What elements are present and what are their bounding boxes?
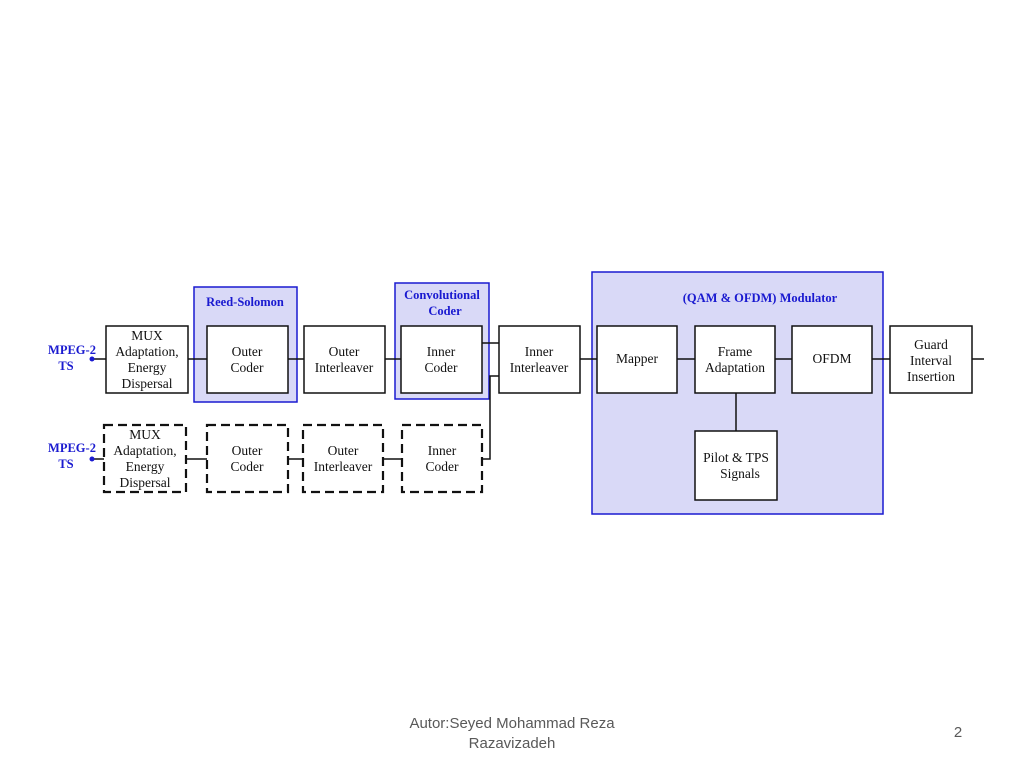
block-pilot-tps xyxy=(694,430,778,501)
block-label-mux-alt-1: MUX xyxy=(129,427,161,442)
footer-author-line-2: Razavizadeh xyxy=(468,735,556,752)
block-label-frame-adaptation-2: Adaptation xyxy=(705,360,765,375)
block-label-mux-alt-3: Energy xyxy=(126,459,165,474)
input-label-alt-2: TS xyxy=(58,457,73,471)
input-label-main-2: TS xyxy=(58,359,73,373)
connectors xyxy=(92,342,984,460)
block-mapper xyxy=(596,325,678,394)
group-label-convolutional-1: Convolutional xyxy=(404,288,480,302)
block-label-guard-interval-2: Interval xyxy=(910,353,952,368)
input-label-alt-1: MPEG-2 xyxy=(48,441,96,455)
block-label-pilot-tps-2: Signals xyxy=(720,466,760,481)
block-label-outer-interleaver-2: Interleaver xyxy=(315,360,374,375)
block-label-inner-coder-1: Inner xyxy=(427,344,456,359)
block-label-inner-interleaver-2: Interleaver xyxy=(510,360,569,375)
block-mux-alt xyxy=(102,423,188,494)
block-label-mux-4: Dispersal xyxy=(122,376,173,391)
block-label-mapper: Mapper xyxy=(616,351,658,366)
block-label-inner-coder-alt-2: Coder xyxy=(426,459,459,474)
input-label-main-1: MPEG-2 xyxy=(48,343,96,357)
block-label-frame-adaptation-1: Frame xyxy=(718,344,753,359)
block-outer-coder xyxy=(206,325,289,394)
block-label-ofdm: OFDM xyxy=(812,351,851,366)
block-label-mux-1: MUX xyxy=(131,328,163,343)
input-dot-main xyxy=(89,356,95,362)
block-outer-interleaver xyxy=(303,325,386,394)
block-inner-interleaver xyxy=(498,325,581,394)
slide-number: 2 xyxy=(953,724,963,741)
block-outer-interleaver-alt xyxy=(301,423,385,494)
block-guard-interval xyxy=(889,325,973,394)
block-label-inner-coder-2: Coder xyxy=(425,360,458,375)
block-label-outer-coder-1: Outer xyxy=(232,344,263,359)
footer-author: Autor:Seyed Mohammad Reza Razavizadeh xyxy=(380,714,644,754)
block-ofdm xyxy=(791,325,873,394)
block-label-inner-interleaver-1: Inner xyxy=(525,344,554,359)
block-mux xyxy=(105,325,189,394)
input-dot-alt xyxy=(89,456,95,462)
block-label-mux-alt-4: Dispersal xyxy=(120,475,171,490)
block-label-outer-interleaver-alt-2: Interleaver xyxy=(314,459,373,474)
block-label-outer-interleaver-alt-1: Outer xyxy=(328,443,359,458)
block-label-guard-interval-3: Insertion xyxy=(907,369,955,384)
block-label-outer-coder-alt-1: Outer xyxy=(232,443,263,458)
block-label-pilot-tps-1: Pilot & TPS xyxy=(703,450,769,465)
block-label-mux-2: Adaptation, xyxy=(115,344,178,359)
group-label-reed-solomon: Reed-Solomon xyxy=(206,295,284,309)
block-label-outer-coder-alt-2: Coder xyxy=(231,459,264,474)
block-frame-adaptation xyxy=(694,325,776,394)
block-label-mux-3: Energy xyxy=(128,360,167,375)
block-label-outer-interleaver-1: Outer xyxy=(329,344,360,359)
block-inner-coder xyxy=(400,325,483,394)
group-label-convolutional-2: Coder xyxy=(428,304,462,318)
block-label-mux-alt-2: Adaptation, xyxy=(113,443,176,458)
block-label-inner-coder-alt-1: Inner xyxy=(428,443,457,458)
block-label-guard-interval-1: Guard xyxy=(914,337,948,352)
block-inner-coder-alt xyxy=(400,423,484,494)
block-label-outer-coder-2: Coder xyxy=(231,360,264,375)
group-label-modulator: (QAM & OFDM) Modulator xyxy=(683,291,838,305)
footer-author-line-1: Autor:Seyed Mohammad Reza xyxy=(409,715,615,732)
block-outer-coder-alt xyxy=(205,423,290,494)
